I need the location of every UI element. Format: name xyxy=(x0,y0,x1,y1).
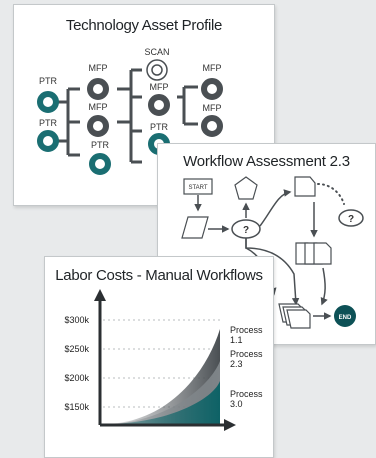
area-process-3-0 xyxy=(107,381,220,424)
series-label: Process xyxy=(230,389,263,399)
mfp-label: MFP xyxy=(89,63,108,73)
ptr-node[interactable] xyxy=(37,91,59,113)
series-label: 2.3 xyxy=(230,359,243,369)
y-tick-label: $300k xyxy=(64,315,89,325)
series-label: Process xyxy=(230,325,263,335)
mfp-node[interactable] xyxy=(87,78,109,100)
ptr-label: PTR xyxy=(91,140,110,150)
mfp-node[interactable] xyxy=(201,115,223,137)
asset-profile-card: Technology Asset Profile PTR xyxy=(13,4,275,206)
x-axis-arrow xyxy=(224,419,236,431)
y-tick-label: $150k xyxy=(64,402,89,412)
mfp-node[interactable] xyxy=(148,94,170,116)
workflow-title: Workflow Assessment 2.3 xyxy=(183,153,350,170)
pentagon-node[interactable] xyxy=(234,176,258,200)
network-connectors xyxy=(56,68,198,164)
decision-label: ? xyxy=(243,225,249,236)
y-tick-label: $250k xyxy=(64,344,89,354)
mfp-label: MFP xyxy=(150,82,169,92)
document-stack-node[interactable] xyxy=(278,303,311,329)
series-label: 3.0 xyxy=(230,399,243,409)
y-axis-arrow xyxy=(94,289,106,301)
workflow-diagram: START ? ? xyxy=(181,176,364,329)
ptr-label: PTR xyxy=(39,118,58,128)
asset-network-diagram: PTR PTR MFP MFP PTR SCAN MFP PTR MFP MFP xyxy=(37,47,223,175)
end-node[interactable] xyxy=(334,305,356,327)
ptr-label: PTR xyxy=(150,122,169,132)
labor-costs-card: Labor Costs - Manual Workflows $300k xyxy=(44,256,274,458)
series-label: 1.1 xyxy=(230,335,243,345)
start-node[interactable] xyxy=(183,178,213,195)
y-tick-label: $200k xyxy=(64,373,89,383)
document-node[interactable] xyxy=(294,176,316,197)
decision-label: ? xyxy=(348,214,354,225)
series-label: Process xyxy=(230,349,263,359)
ptr-node[interactable] xyxy=(89,153,111,175)
labor-costs-chart: $300k $250k $200k $150k Process 1.1 Proc… xyxy=(64,289,263,431)
mfp-label: MFP xyxy=(203,103,222,113)
input-node[interactable] xyxy=(181,216,209,239)
ptr-node[interactable] xyxy=(37,130,59,152)
mfp-label: MFP xyxy=(89,102,108,112)
decision-node[interactable] xyxy=(338,209,364,227)
labor-costs-title: Labor Costs - Manual Workflows xyxy=(55,267,263,284)
document-stack-node[interactable] xyxy=(295,242,332,265)
asset-profile-title: Technology Asset Profile xyxy=(65,17,223,34)
scan-node[interactable] xyxy=(146,59,168,81)
mfp-node[interactable] xyxy=(87,115,109,137)
mfp-node[interactable] xyxy=(201,78,223,100)
end-label: END xyxy=(339,315,352,321)
mfp-label: MFP xyxy=(203,63,222,73)
scan-label: SCAN xyxy=(144,47,169,57)
start-label: START xyxy=(188,185,207,191)
ptr-label: PTR xyxy=(39,76,58,86)
